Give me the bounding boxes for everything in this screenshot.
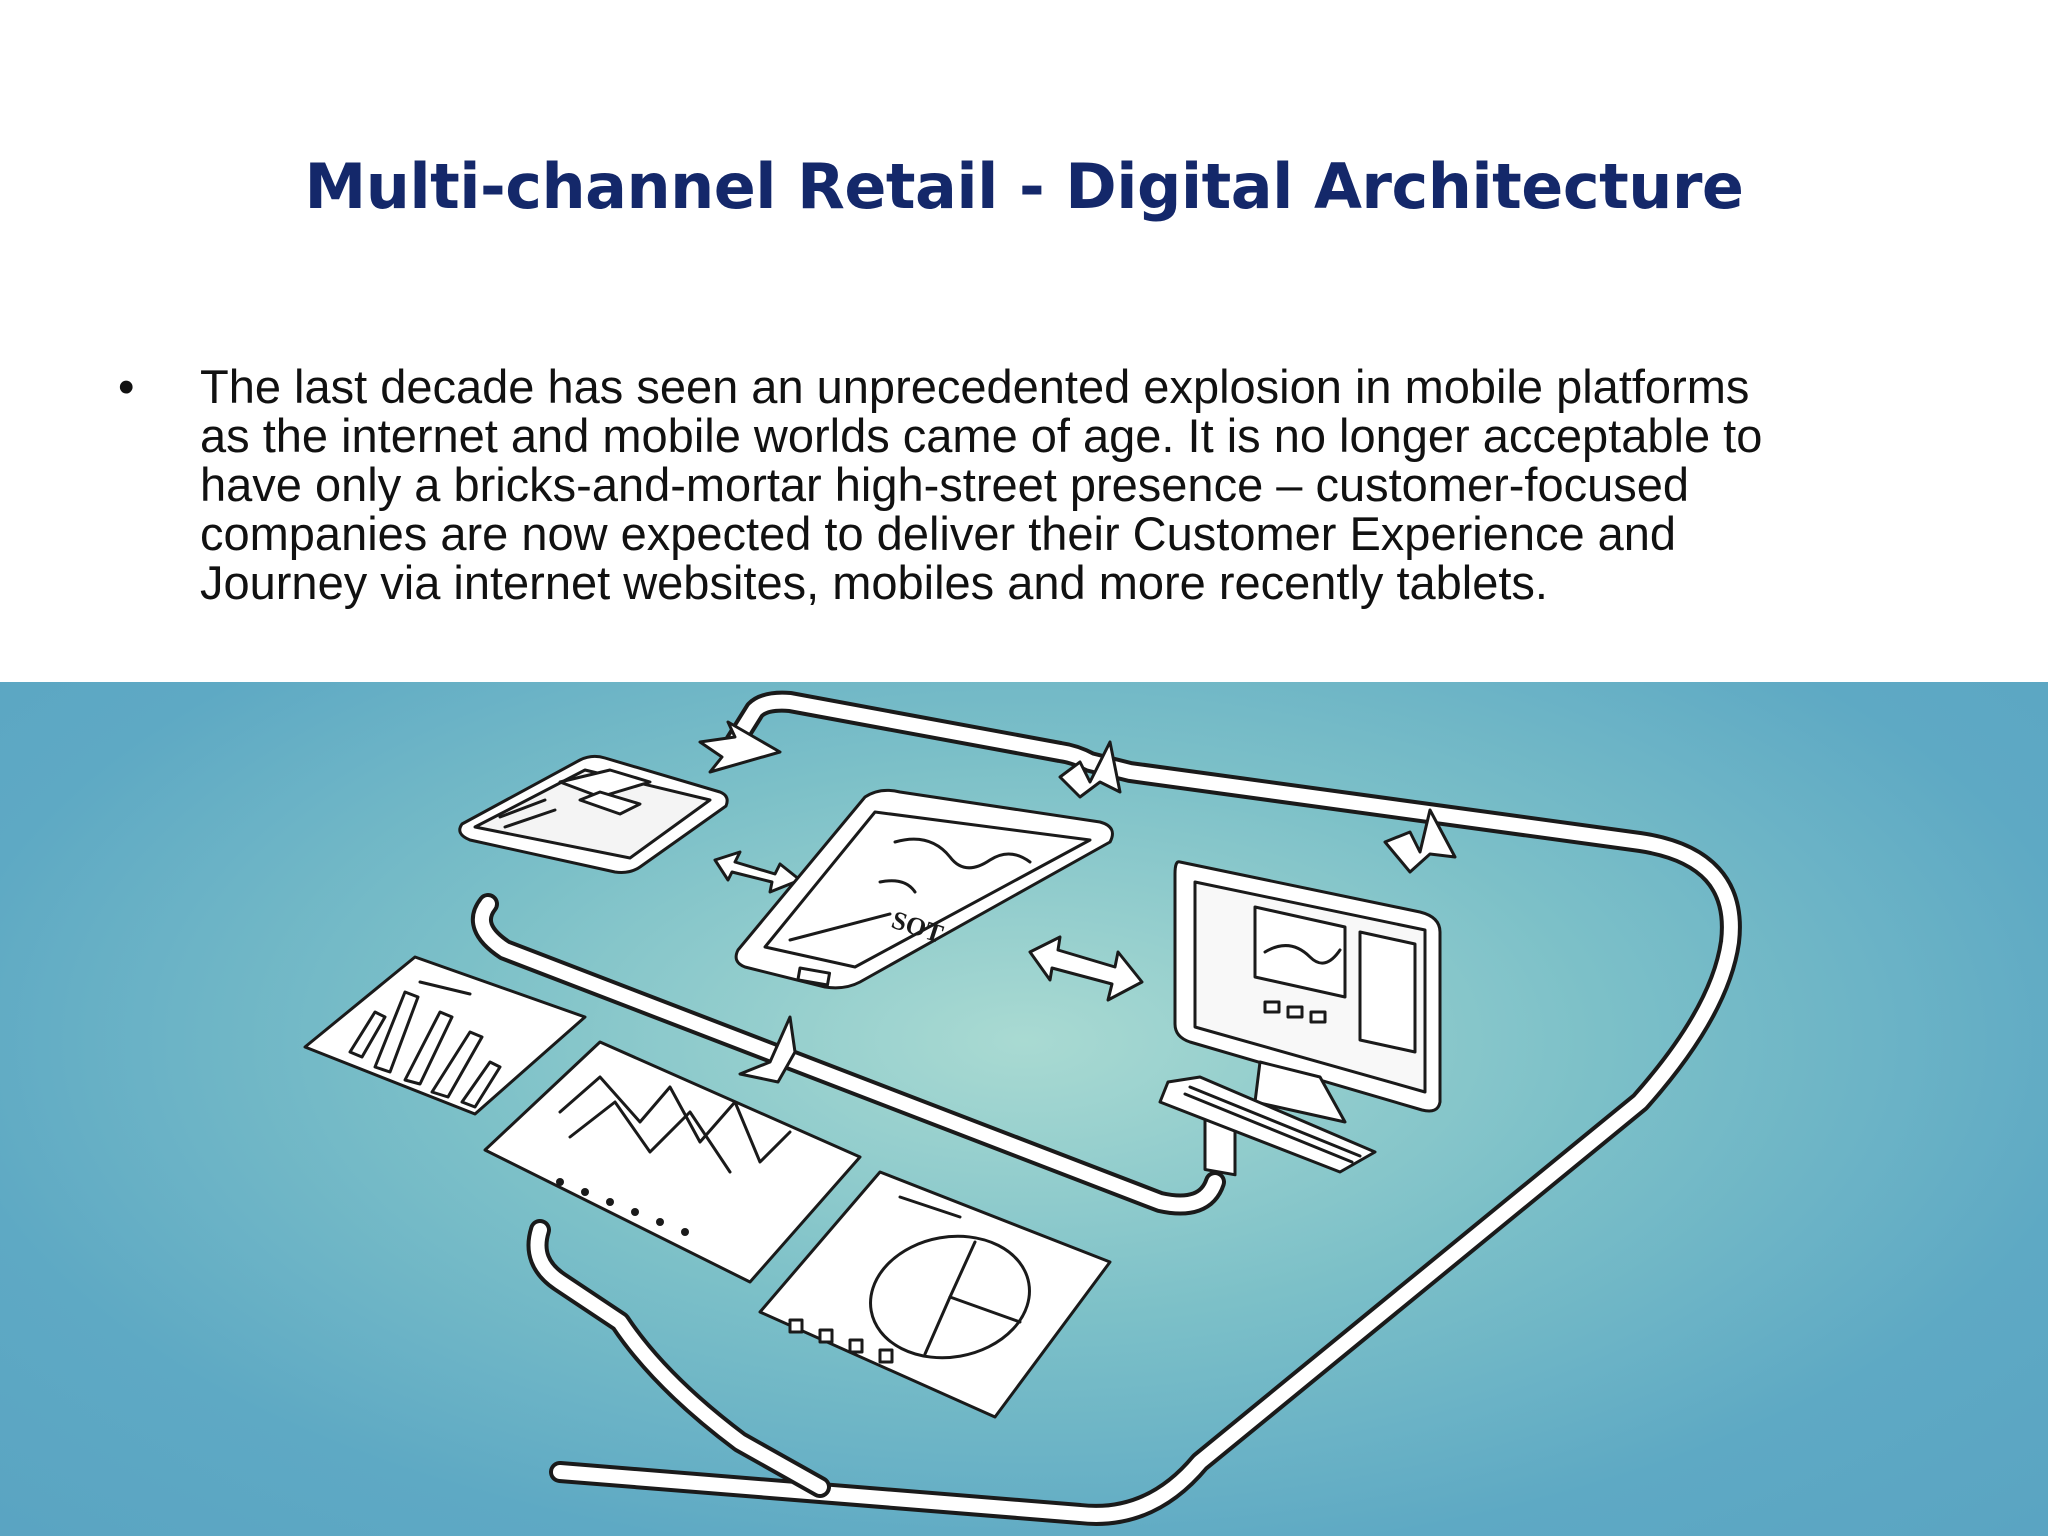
- bar-chart-sheet: [303, 955, 587, 1116]
- line-chart-sheet: [483, 1040, 862, 1284]
- bullet-line: have only a bricks-and-mortar high-stree…: [200, 458, 1690, 511]
- arrow-head-right: [1383, 808, 1457, 874]
- bullet-line: Journey via internet websites, mobiles a…: [200, 556, 1548, 609]
- desktop-monitor: [1173, 860, 1442, 1177]
- illustration-drawing: SOT: [303, 690, 1742, 1526]
- keyboard-device: [1158, 1075, 1377, 1174]
- top-flow-arrow: [549, 690, 1742, 1526]
- bullet-line: The last decade has seen an unprecedente…: [200, 360, 1750, 413]
- arrow-head-mid: [1058, 740, 1122, 799]
- multichannel-illustration: SOT: [0, 682, 2048, 1536]
- arrow-head-down: [738, 1015, 797, 1084]
- bullet-paragraph: The last decade has seen an unprecedente…: [200, 362, 2040, 607]
- bullet-line: as the internet and mobile worlds came o…: [200, 409, 1763, 462]
- smartphone-device: SOT: [734, 788, 1114, 990]
- tablet-device: [458, 754, 729, 874]
- slide-title: Multi-channel Retail - Digital Architect…: [304, 150, 1744, 223]
- double-arrow-left: [713, 850, 802, 894]
- bottom-return-arrow: [526, 1219, 831, 1498]
- bullet-line: companies are now expected to deliver th…: [200, 507, 1677, 560]
- middle-connector: [470, 893, 1226, 1216]
- bullet-marker: •: [118, 360, 135, 413]
- pie-chart-sheet: [758, 1170, 1112, 1419]
- double-arrow-right: [1028, 935, 1144, 1002]
